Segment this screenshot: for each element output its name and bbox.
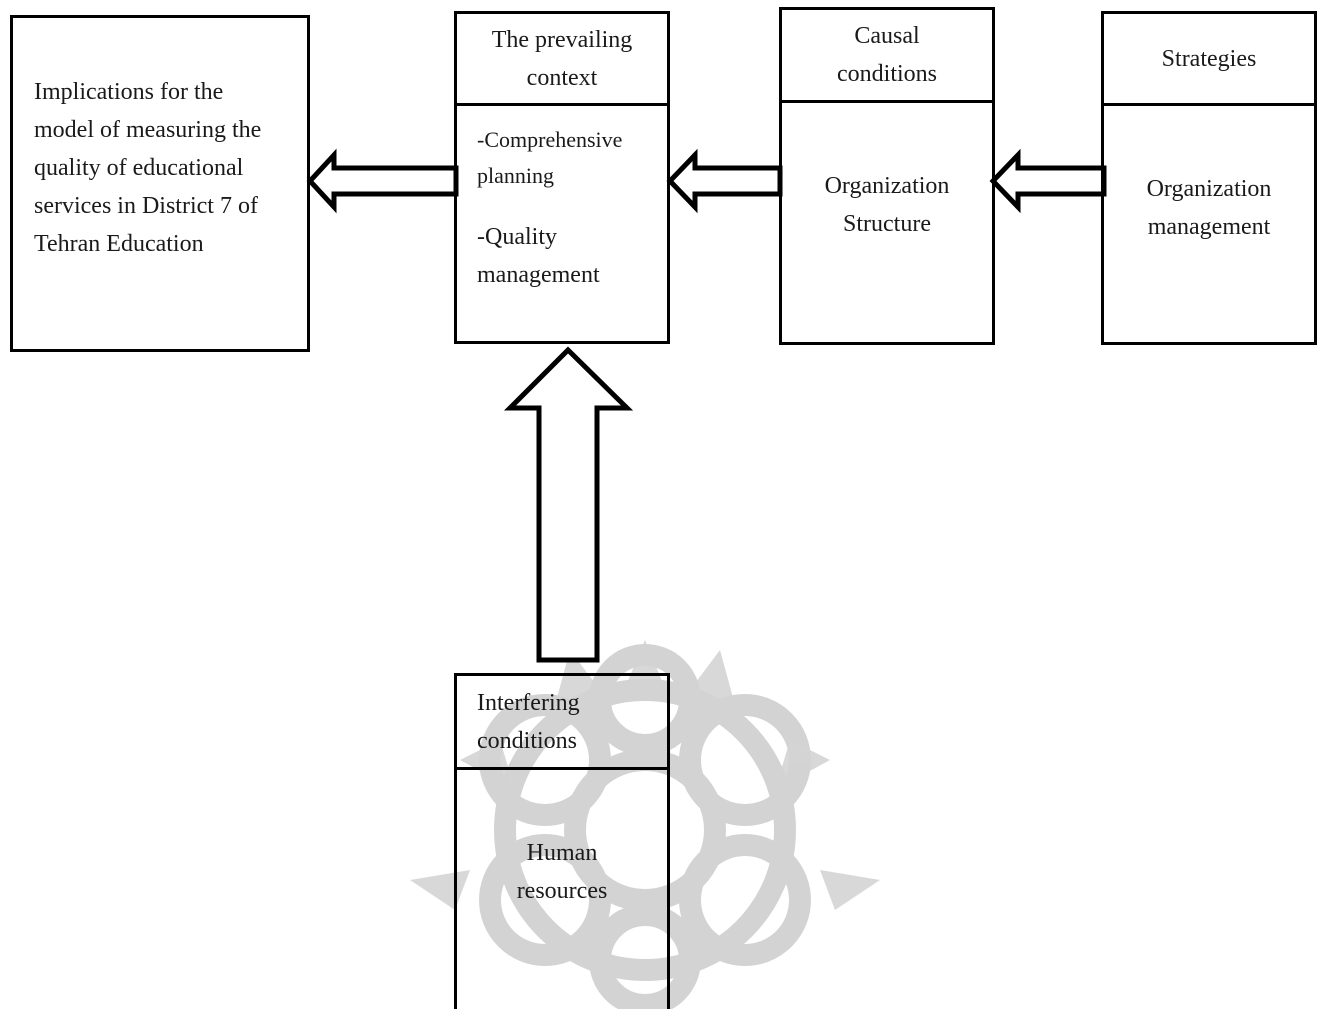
context-item2-line: -Quality [477,224,557,250]
interfering-body-line: resources [516,878,608,904]
context-item1-line: planning [477,163,554,188]
strategies-body-line: management [1147,214,1271,240]
context-item2-line: management [477,262,600,288]
context-box: The prevailing context -Comprehensive pl… [454,11,670,344]
implications-line: Tehran Education [34,231,204,257]
arrow-context-to-implications [306,148,459,214]
causal-header-line: Causal [854,23,920,49]
strategies-header: Strategies [1104,14,1314,106]
strategies-box: Strategies Organization management [1101,11,1317,345]
interfering-header-line: conditions [477,727,577,754]
causal-header: Causal conditions [782,10,992,103]
causal-body-line: Structure [843,211,931,237]
implications-line: Implications for the [34,79,224,105]
context-header-line: The prevailing [491,26,633,53]
arrow-strategies-to-causal [989,148,1107,214]
implications-box: Implications for the model of measuring … [10,15,310,352]
interfering-body-line: Human [526,840,598,866]
context-header-line: context [526,64,598,91]
implications-line: model of measuring the [34,117,262,143]
implications-line: quality of educational [34,155,244,181]
context-item1-line: -Comprehensive [477,127,623,152]
interfering-header-line: Interfering [477,689,580,716]
strategies-header-line: Strategies [1161,45,1257,72]
causal-body-line: Organization [824,173,950,199]
causal-box: Causal conditions Organization Structure [779,7,995,345]
implications-line: services in District 7 of [34,193,258,219]
arrow-interfering-to-context [503,346,634,663]
arrow-causal-to-context [666,148,783,214]
causal-header-line: conditions [837,61,937,87]
strategies-body-line: Organization [1146,176,1272,202]
context-header: The prevailing context [457,14,667,106]
interfering-header: Interfering conditions [457,676,667,770]
interfering-box: Interfering conditions Human resources [454,673,670,1009]
